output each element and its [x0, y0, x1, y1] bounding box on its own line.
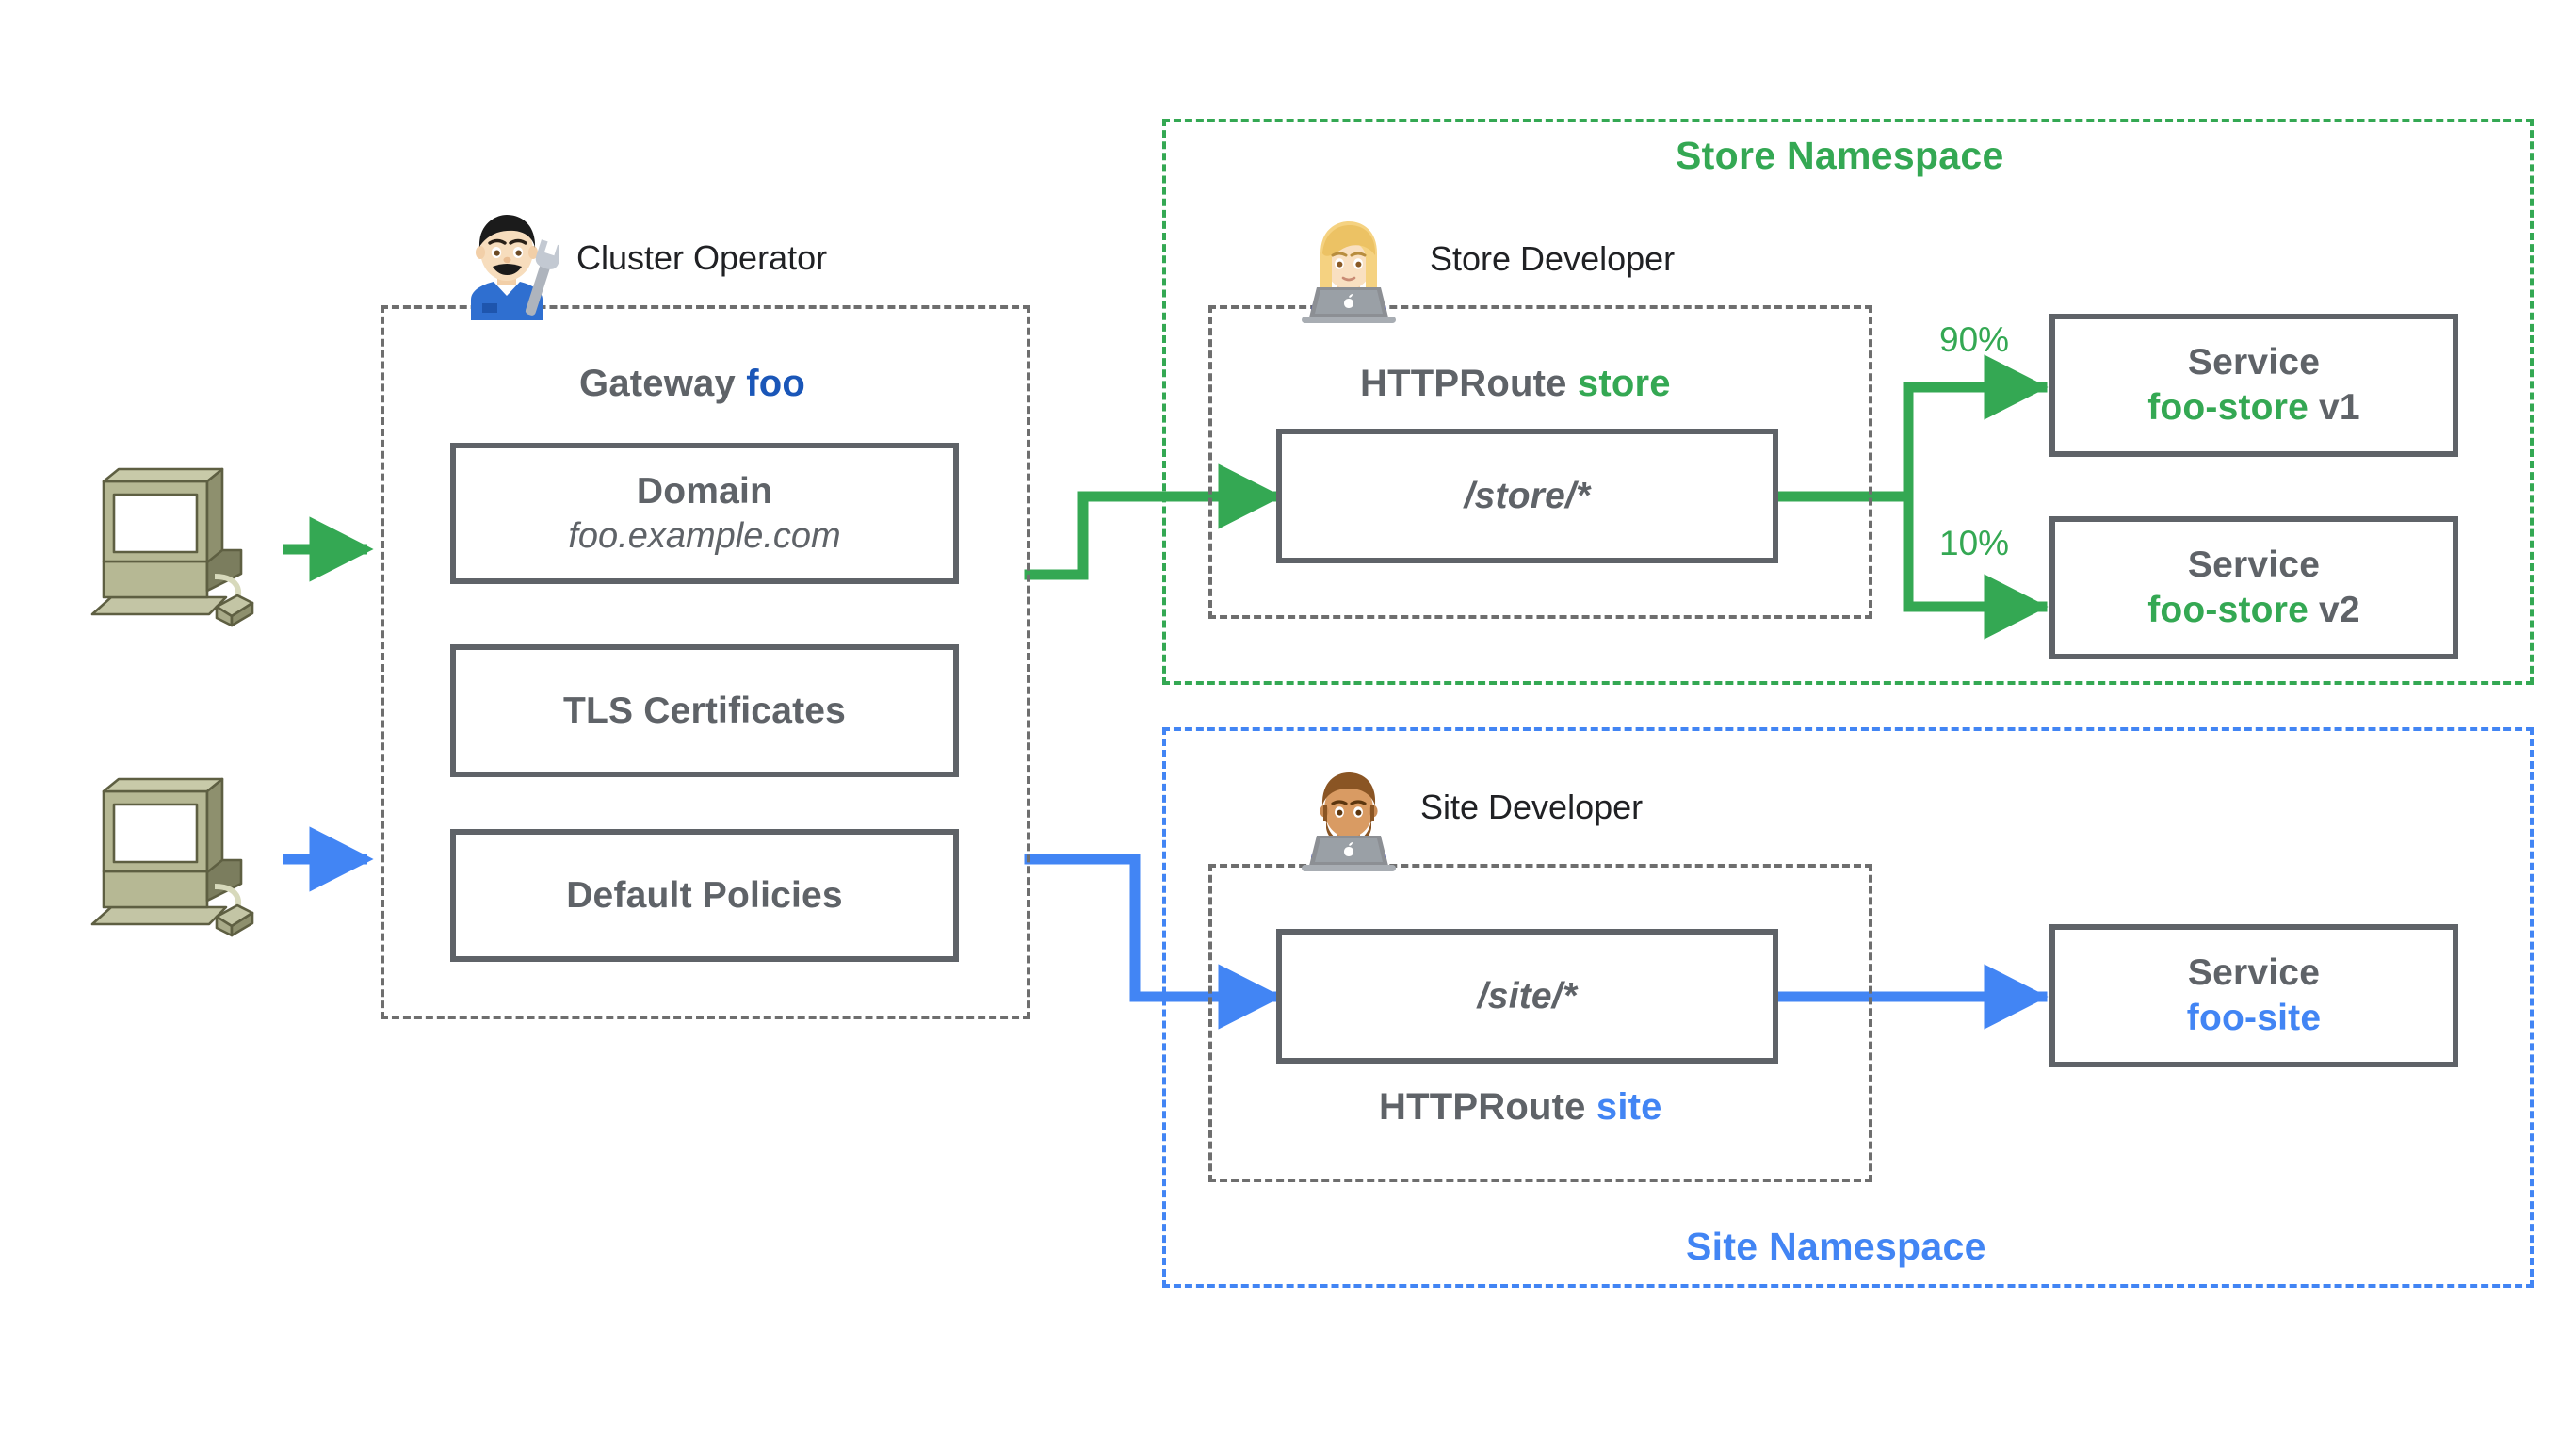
- woman-technologist-emoji: [1302, 221, 1396, 323]
- service-foo-store-v2-name: foo-store: [2147, 590, 2309, 630]
- site-route-match-box[interactable]: /site/*: [1276, 929, 1778, 1064]
- gateway-container: [381, 305, 1030, 1019]
- service-foo-store-v1[interactable]: Service foo-store v1: [2049, 314, 2458, 457]
- site-route-heading: HTTPRoute site: [1379, 1086, 1662, 1129]
- store-route-heading-prefix: HTTPRoute: [1360, 363, 1567, 404]
- site-route-match: /site/*: [1477, 975, 1578, 1016]
- service-foo-store-v1-kind: Service: [2187, 342, 2321, 383]
- store-backend-weight-90: 90%: [1939, 320, 2010, 359]
- store-httproute-container: [1208, 305, 1872, 619]
- service-foo-site-name: foo-site: [2186, 998, 2322, 1038]
- gateway-item-policies-title: Default Policies: [566, 874, 843, 916]
- gateway-item-domain-title: Domain: [636, 471, 773, 512]
- gateway-heading-prefix: Gateway: [579, 363, 736, 404]
- site-route-heading-prefix: HTTPRoute: [1379, 1086, 1586, 1128]
- service-foo-site[interactable]: Service foo-site: [2049, 924, 2458, 1067]
- cluster-operator-label: Cluster Operator: [576, 238, 828, 277]
- service-foo-store-v1-name: foo-store: [2147, 387, 2309, 428]
- store-namespace-container: [1162, 119, 2534, 685]
- service-foo-store-v1-version: v1: [2319, 387, 2360, 428]
- gateway-item-domain-subtitle: foo.example.com: [568, 515, 841, 556]
- service-foo-store-v2-version: v2: [2319, 590, 2360, 630]
- man-mechanic-emoji: [471, 215, 559, 320]
- store-route-heading: HTTPRoute store: [1360, 363, 1671, 405]
- site-httproute-container: [1208, 864, 1872, 1182]
- desktop-computer-icon-top: [90, 467, 254, 627]
- gateway-heading: Gateway foo: [579, 363, 805, 405]
- gateway-item-tls[interactable]: TLS Certificates: [450, 644, 959, 777]
- store-route-heading-name: store: [1577, 363, 1671, 404]
- store-route-match-box[interactable]: /store/*: [1276, 429, 1778, 563]
- service-foo-store-v2-kind: Service: [2187, 545, 2321, 586]
- site-developer-label: Site Developer: [1420, 788, 1644, 826]
- gateway-item-policies[interactable]: Default Policies: [450, 829, 959, 962]
- store-route-match: /store/*: [1464, 475, 1591, 516]
- gateway-heading-name: foo: [746, 363, 806, 404]
- store-developer-label: Store Developer: [1430, 239, 1676, 278]
- store-backend-weight-10: 10%: [1939, 524, 2010, 562]
- service-foo-store-v2[interactable]: Service foo-store v2: [2049, 516, 2458, 659]
- service-foo-site-kind: Service: [2187, 952, 2321, 994]
- site-route-heading-name: site: [1596, 1086, 1662, 1128]
- store-namespace-title: Store Namespace: [1676, 134, 2004, 177]
- gateway-item-tls-title: TLS Certificates: [562, 690, 847, 731]
- site-namespace-title: Site Namespace: [1686, 1225, 1986, 1268]
- desktop-computer-icon-bottom: [90, 777, 254, 937]
- gateway-item-domain[interactable]: Domain foo.example.com: [450, 443, 959, 584]
- man-technologist-emoji: [1302, 772, 1396, 871]
- site-namespace-container: [1162, 727, 2534, 1288]
